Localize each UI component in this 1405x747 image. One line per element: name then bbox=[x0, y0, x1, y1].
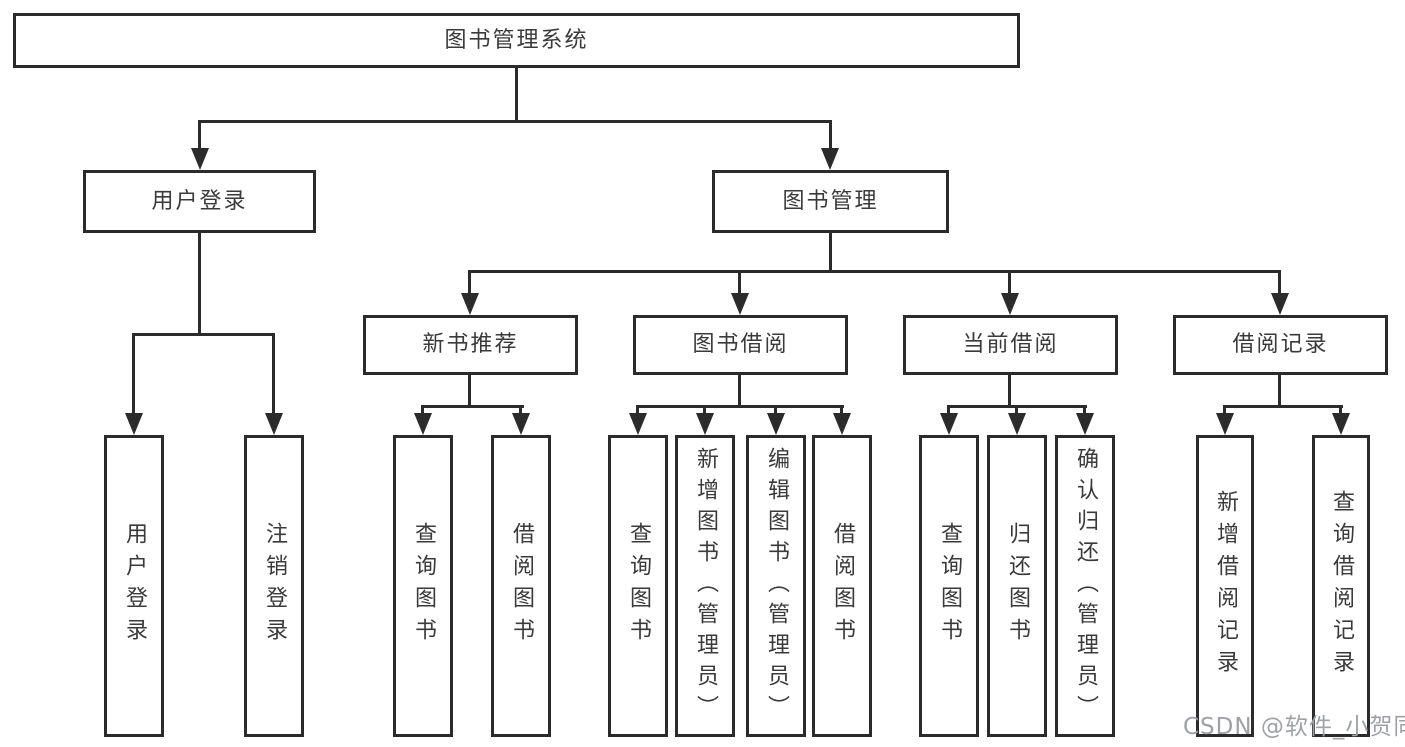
arrow-down-icon bbox=[821, 148, 839, 170]
leaf-borrow-books-borrowing: 借阅图书 bbox=[812, 435, 872, 737]
connector-root-branch bbox=[198, 120, 832, 123]
connector-recommend-branch bbox=[421, 405, 524, 408]
connector-current-stem bbox=[1008, 375, 1011, 407]
node-book-borrowing: 图书借阅 bbox=[633, 315, 848, 375]
connector-book-mgmt-branch bbox=[468, 270, 1281, 273]
node-borrowing-records: 借阅记录 bbox=[1173, 315, 1388, 375]
arrow-down-icon bbox=[1332, 413, 1350, 435]
leaf-confirm-return-admin: 确认归还（管理员） bbox=[1055, 435, 1115, 737]
leaf-add-borrow-record: 新增借阅记录 bbox=[1196, 435, 1254, 737]
connector-borrowing-branch bbox=[636, 405, 844, 408]
leaf-logout: 注销登录 bbox=[244, 435, 304, 737]
connector-leaf bbox=[774, 405, 777, 417]
connector-to-user-login bbox=[198, 120, 201, 152]
connector-records-branch bbox=[1223, 405, 1343, 408]
connector-leaf bbox=[840, 405, 843, 417]
leaf-query-books-borrowing: 查询图书 bbox=[608, 435, 668, 737]
connector-leaf bbox=[421, 405, 424, 417]
node-current-borrowing: 当前借阅 bbox=[903, 315, 1118, 375]
connector-to-borrowing-records bbox=[1278, 270, 1281, 296]
arrow-down-icon bbox=[833, 413, 851, 435]
arrow-down-icon bbox=[461, 293, 479, 315]
connector-user-login-branch bbox=[132, 333, 275, 336]
leaf-add-book-admin: 新增图书（管理员） bbox=[675, 435, 735, 737]
node-new-book-recommend: 新书推荐 bbox=[363, 315, 578, 375]
connector-leaf bbox=[1015, 405, 1018, 417]
node-user-login: 用户登录 bbox=[83, 170, 316, 233]
connector-recommend-stem bbox=[468, 375, 471, 407]
connector-leaf bbox=[1223, 405, 1226, 417]
arrow-down-icon bbox=[1001, 293, 1019, 315]
arrow-down-icon bbox=[940, 413, 958, 435]
arrow-down-icon bbox=[1076, 413, 1094, 435]
arrow-down-icon bbox=[731, 293, 749, 315]
leaf-edit-book-admin: 编辑图书（管理员） bbox=[746, 435, 806, 737]
connector-to-leaf-logout bbox=[272, 333, 275, 415]
arrow-down-icon bbox=[696, 413, 714, 435]
leaf-borrow-books-recommend: 借阅图书 bbox=[491, 435, 551, 737]
arrow-down-icon bbox=[767, 413, 785, 435]
arrow-down-icon bbox=[512, 413, 530, 435]
connector-book-mgmt-stem bbox=[829, 233, 832, 272]
arrow-down-icon bbox=[125, 413, 143, 435]
connector-borrowing-stem bbox=[738, 375, 741, 407]
connector-to-book-borrowing bbox=[738, 270, 741, 296]
arrow-down-icon bbox=[265, 413, 283, 435]
leaf-user-login: 用户登录 bbox=[104, 435, 164, 737]
connector-records-stem bbox=[1278, 375, 1281, 407]
arrow-down-icon bbox=[191, 148, 209, 170]
leaf-return-book: 归还图书 bbox=[987, 435, 1047, 737]
node-book-management: 图书管理 bbox=[712, 170, 949, 233]
connector-to-current-borrowing bbox=[1008, 270, 1011, 296]
leaf-query-borrow-record: 查询借阅记录 bbox=[1312, 435, 1370, 737]
leaf-query-books-current: 查询图书 bbox=[919, 435, 979, 737]
connector-to-leaf-user-login bbox=[132, 333, 135, 415]
arrow-down-icon bbox=[1216, 413, 1234, 435]
connector-user-login-stem bbox=[198, 233, 201, 335]
connector-leaf bbox=[703, 405, 706, 417]
arrow-down-icon bbox=[414, 413, 432, 435]
connector-leaf bbox=[519, 405, 522, 417]
connector-leaf bbox=[1339, 405, 1342, 417]
connector-leaf bbox=[947, 405, 950, 417]
connector-to-new-book-recommend bbox=[468, 270, 471, 296]
leaf-query-books-recommend: 查询图书 bbox=[393, 435, 453, 737]
connector-leaf bbox=[1083, 405, 1086, 417]
arrow-down-icon bbox=[629, 413, 647, 435]
connector-to-book-management bbox=[829, 120, 832, 152]
connector-root-stem bbox=[515, 66, 518, 122]
connector-leaf bbox=[636, 405, 639, 417]
csdn-watermark: CSDN @软件_小贺同学 bbox=[1183, 714, 1405, 740]
node-library-system: 图书管理系统 bbox=[13, 13, 1020, 68]
arrow-down-icon bbox=[1008, 413, 1026, 435]
arrow-down-icon bbox=[1271, 293, 1289, 315]
